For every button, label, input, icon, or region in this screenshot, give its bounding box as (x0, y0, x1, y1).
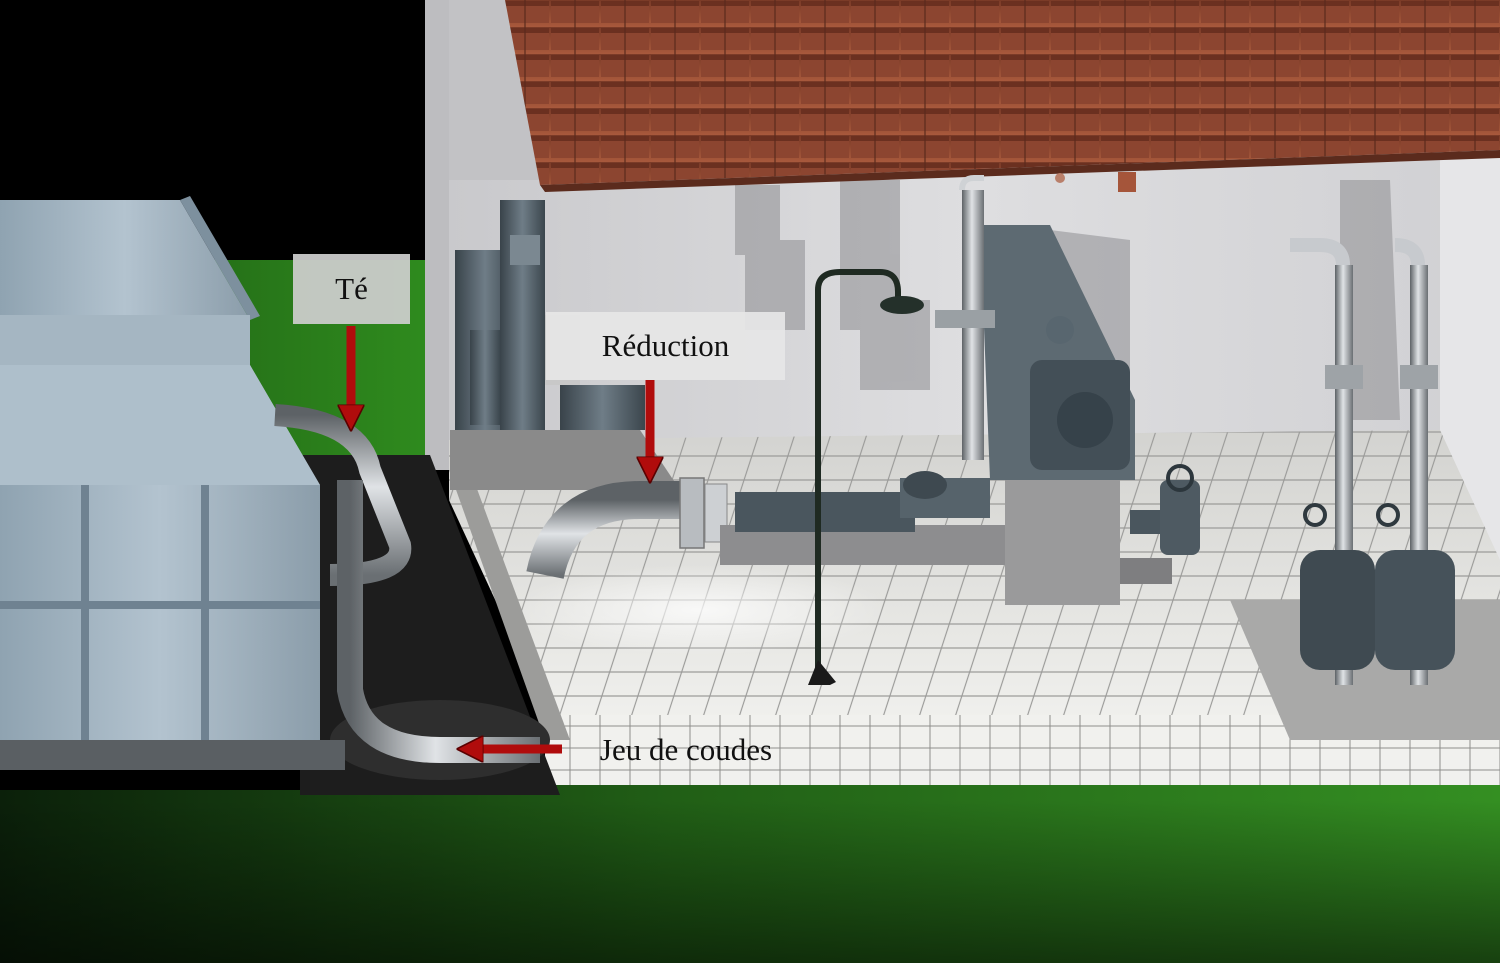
suction-bend (526, 481, 685, 580)
sludge-container (0, 196, 345, 770)
elbow-set (337, 480, 540, 763)
tee-pipe (274, 404, 412, 586)
callout-te: Té (293, 254, 410, 324)
plinth (1005, 475, 1120, 605)
right-pump-pair (1290, 238, 1455, 685)
building-wall-edge (425, 0, 449, 470)
floor-front-edge (545, 715, 1500, 785)
flange (679, 477, 705, 549)
callout-reduction: Réduction (546, 312, 785, 380)
emergency-shower (815, 269, 901, 685)
callout-jeu-de-coudes: Jeu de coudes (599, 732, 773, 767)
roof (505, 0, 1500, 185)
